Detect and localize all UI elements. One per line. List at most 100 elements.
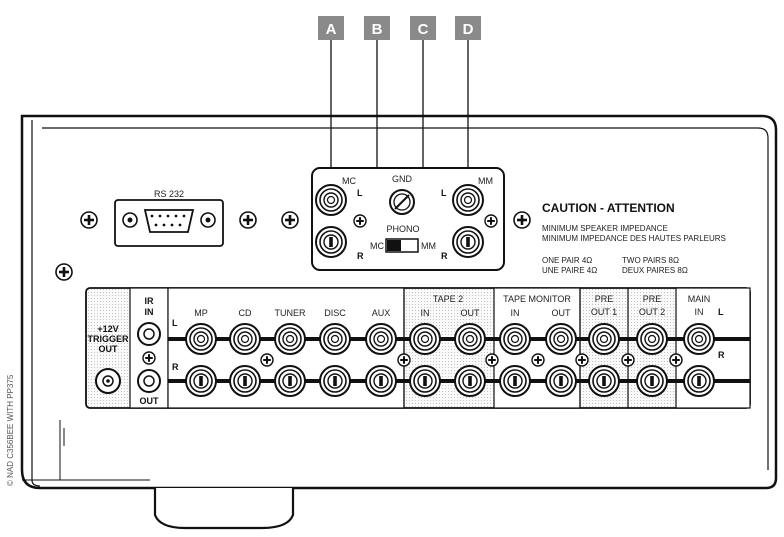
svg-text:C: C bbox=[418, 21, 429, 38]
chassis-inner-edge bbox=[42, 127, 769, 470]
screw-icon bbox=[281, 211, 299, 229]
tape-monitor-in-l-jack[interactable] bbox=[499, 323, 531, 355]
tape2-out-r-jack[interactable] bbox=[454, 365, 486, 397]
screw-icon bbox=[397, 353, 411, 367]
svg-text:TRIGGER: TRIGGER bbox=[87, 334, 129, 344]
tape2-out-label: OUT bbox=[461, 308, 481, 318]
aux-l-jack[interactable] bbox=[365, 323, 397, 355]
svg-text:MM: MM bbox=[478, 176, 493, 186]
tape2-in-label: IN bbox=[421, 308, 430, 318]
svg-text:MC: MC bbox=[370, 241, 384, 251]
pre-out2-r-jack[interactable] bbox=[636, 365, 668, 397]
tape-monitor-out-l-jack[interactable] bbox=[545, 323, 577, 355]
tape2-in-l-jack[interactable] bbox=[409, 323, 441, 355]
svg-text:RS 232: RS 232 bbox=[154, 189, 184, 199]
mc-mm-switch[interactable] bbox=[385, 238, 419, 253]
screw-icon bbox=[353, 214, 367, 228]
disc-r-jack[interactable] bbox=[319, 365, 351, 397]
disc-l-jack[interactable] bbox=[319, 323, 351, 355]
pre-out2-pre: PRE bbox=[643, 294, 662, 304]
tape2-out-l-jack[interactable] bbox=[454, 323, 486, 355]
svg-text:IR: IR bbox=[145, 296, 155, 306]
callout-d: D bbox=[455, 16, 481, 40]
phono-mc-l-jack[interactable] bbox=[315, 184, 347, 216]
svg-text:R: R bbox=[441, 251, 448, 261]
phono-mm-l-jack[interactable] bbox=[452, 184, 484, 216]
tuner-l-jack[interactable] bbox=[274, 323, 306, 355]
copyright-text: © NAD C356BEE WITH PP375 bbox=[6, 374, 15, 486]
tape-monitor-title: TAPE MONITOR bbox=[503, 294, 571, 304]
svg-text:B: B bbox=[372, 21, 383, 38]
screw-icon bbox=[484, 214, 498, 228]
svg-text:MC: MC bbox=[342, 176, 356, 186]
input-label-tuner: TUNER bbox=[275, 308, 306, 318]
pre-out1-l-jack[interactable] bbox=[588, 323, 620, 355]
input-label-aux: AUX bbox=[372, 308, 391, 318]
ground-terminal-icon[interactable] bbox=[389, 189, 415, 215]
tuner-r-jack[interactable] bbox=[274, 365, 306, 397]
aux-r-jack[interactable] bbox=[365, 365, 397, 397]
main-in-main: MAIN bbox=[688, 294, 711, 304]
pre-out1-out: OUT 1 bbox=[591, 307, 617, 317]
svg-text:A: A bbox=[326, 21, 337, 38]
screw-icon bbox=[55, 263, 73, 281]
rs232-port: RS 232 bbox=[114, 189, 224, 247]
svg-text:L: L bbox=[357, 188, 363, 198]
svg-text:MINIMUM SPEAKER IMPEDANCE: MINIMUM SPEAKER IMPEDANCE bbox=[542, 224, 668, 233]
tape-monitor-in-r-jack[interactable] bbox=[499, 365, 531, 397]
svg-text:+12V: +12V bbox=[97, 324, 118, 334]
main-in-r-jack[interactable] bbox=[683, 365, 715, 397]
screw-icon bbox=[260, 353, 274, 367]
screw-icon bbox=[239, 211, 257, 229]
screw-icon bbox=[669, 353, 683, 367]
screw-icon bbox=[575, 353, 589, 367]
pre-out2-out: OUT 2 bbox=[639, 307, 665, 317]
svg-text:MM: MM bbox=[421, 241, 436, 251]
mp-r-jack[interactable] bbox=[185, 365, 217, 397]
main-in-l-jack[interactable] bbox=[683, 323, 715, 355]
ir-in-jack[interactable] bbox=[137, 322, 161, 346]
screw-icon bbox=[621, 353, 635, 367]
svg-text:MINIMUM IMPEDANCE DES HAUTES P: MINIMUM IMPEDANCE DES HAUTES PARLEURS bbox=[542, 234, 726, 243]
input-label-cd: CD bbox=[239, 308, 252, 318]
svg-text:UNE PAIRE 4Ω: UNE PAIRE 4Ω bbox=[542, 266, 597, 275]
pre-out2-l-jack[interactable] bbox=[636, 323, 668, 355]
svg-text:R: R bbox=[357, 251, 364, 261]
callout-a: A bbox=[318, 16, 344, 40]
row-label-l: L bbox=[172, 318, 178, 328]
callout-c: C bbox=[410, 16, 436, 40]
svg-text:ONE PAIR 4Ω: ONE PAIR 4Ω bbox=[542, 256, 592, 265]
svg-text:OUT: OUT bbox=[99, 344, 119, 354]
input-label-disc: DISC bbox=[324, 308, 346, 318]
callout-b: B bbox=[364, 16, 390, 40]
cd-r-jack[interactable] bbox=[229, 365, 261, 397]
ir-out-jack[interactable] bbox=[137, 369, 161, 393]
svg-text:D: D bbox=[463, 21, 474, 38]
ir-section: IR IN OUT bbox=[137, 296, 161, 406]
chassis-foot bbox=[153, 488, 295, 530]
tape2-in-r-jack[interactable] bbox=[409, 365, 441, 397]
phono-mc-r-jack[interactable] bbox=[315, 226, 347, 258]
row-label-r: R bbox=[172, 362, 179, 372]
phono-mm-r-jack[interactable] bbox=[452, 226, 484, 258]
main-in-l: L bbox=[718, 307, 724, 317]
trigger-section: +12V TRIGGER OUT bbox=[87, 324, 129, 394]
svg-text:DEUX PAIRES 8Ω: DEUX PAIRES 8Ω bbox=[622, 266, 688, 275]
main-in-in: IN bbox=[695, 307, 704, 317]
svg-text:IN: IN bbox=[145, 307, 154, 317]
tape-monitor-out-label: OUT bbox=[552, 308, 572, 318]
screw-icon bbox=[531, 353, 545, 367]
svg-text:TWO PAIRS 8Ω: TWO PAIRS 8Ω bbox=[622, 256, 679, 265]
mp-l-jack[interactable] bbox=[185, 323, 217, 355]
main-in-r: R bbox=[718, 350, 725, 360]
screw-icon bbox=[142, 351, 156, 365]
tape-monitor-out-r-jack[interactable] bbox=[545, 365, 577, 397]
pre-out1-r-jack[interactable] bbox=[588, 365, 620, 397]
cd-l-jack[interactable] bbox=[229, 323, 261, 355]
screw-icon bbox=[80, 211, 98, 229]
trigger-out-jack[interactable] bbox=[95, 368, 121, 394]
svg-text:OUT: OUT bbox=[140, 396, 160, 406]
screw-icon bbox=[513, 211, 531, 229]
pre-out1-pre: PRE bbox=[595, 294, 614, 304]
tape2-title: TAPE 2 bbox=[433, 294, 463, 304]
